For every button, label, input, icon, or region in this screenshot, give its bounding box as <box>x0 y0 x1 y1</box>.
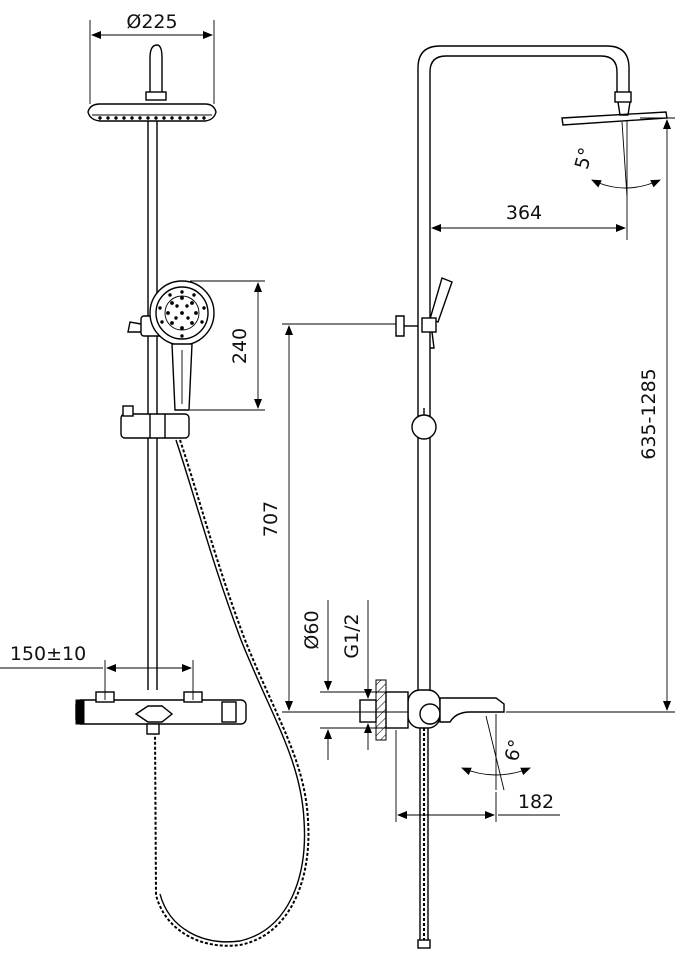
front-thermostatic-mixer <box>75 699 247 725</box>
front-mixer-temperature-knob <box>75 699 85 725</box>
dim-spout-tilt-label: 6° <box>501 737 528 764</box>
side-holder-ball <box>411 414 437 440</box>
front-rain-head <box>87 103 217 122</box>
front-riser-pipe <box>147 121 158 690</box>
front-mixer-diverter <box>134 705 174 723</box>
side-inlet-thread <box>359 699 377 723</box>
dim-holder-height-label: 707 <box>260 501 282 537</box>
side-view <box>359 45 668 949</box>
dim-wall-to-head: 364 <box>429 120 628 240</box>
dim-head-diameter-label: Ø225 <box>126 11 177 33</box>
dim-thread-size-label: G1/2 <box>341 613 363 658</box>
dim-hand-shower-height: 240 <box>190 280 265 411</box>
dim-thread-size: G1/2 <box>341 600 376 750</box>
side-bath-spout <box>439 697 505 723</box>
side-rain-head <box>561 111 668 126</box>
dim-height-range-label: 635-1285 <box>638 368 660 459</box>
side-arm-nut <box>614 91 632 103</box>
front-mixer-outlet <box>146 723 160 735</box>
dim-escutcheon-diameter-label: Ø60 <box>301 610 323 649</box>
dim-inlet-spacing: 150±10 <box>0 643 194 700</box>
side-riser-outer <box>417 45 630 690</box>
front-hand-shower-nozzles <box>158 290 206 338</box>
front-arm-nut <box>145 91 167 101</box>
dim-wall-to-head-label: 364 <box>506 202 542 224</box>
front-holder-bracket <box>120 413 190 439</box>
dim-height-range: 635-1285 <box>506 117 675 713</box>
dim-head-diameter: Ø225 <box>89 11 215 104</box>
front-view <box>75 44 310 947</box>
dim-escutcheon-diameter: Ø60 <box>301 600 386 760</box>
side-clamp-knob <box>395 315 405 337</box>
dim-hand-shower-height-label: 240 <box>229 328 251 364</box>
dim-holder-height: 707 <box>260 323 408 713</box>
side-riser-inner <box>429 55 618 690</box>
dim-spout-projection-label: 182 <box>518 791 554 813</box>
side-wall <box>375 679 387 741</box>
side-hand-shower <box>429 277 453 323</box>
front-rain-head-nozzles <box>98 116 206 120</box>
front-shower-hose <box>154 439 310 947</box>
dim-spout-tilt: 6° <box>461 714 531 791</box>
dim-head-tilt-label: 5° <box>571 145 598 172</box>
dim-inlet-spacing-label: 150±10 <box>10 643 86 665</box>
dim-spout-projection: 182 <box>395 730 560 822</box>
dim-head-tilt: 5° <box>571 121 661 197</box>
side-escutcheon <box>385 691 409 729</box>
front-shower-arm <box>149 44 163 92</box>
